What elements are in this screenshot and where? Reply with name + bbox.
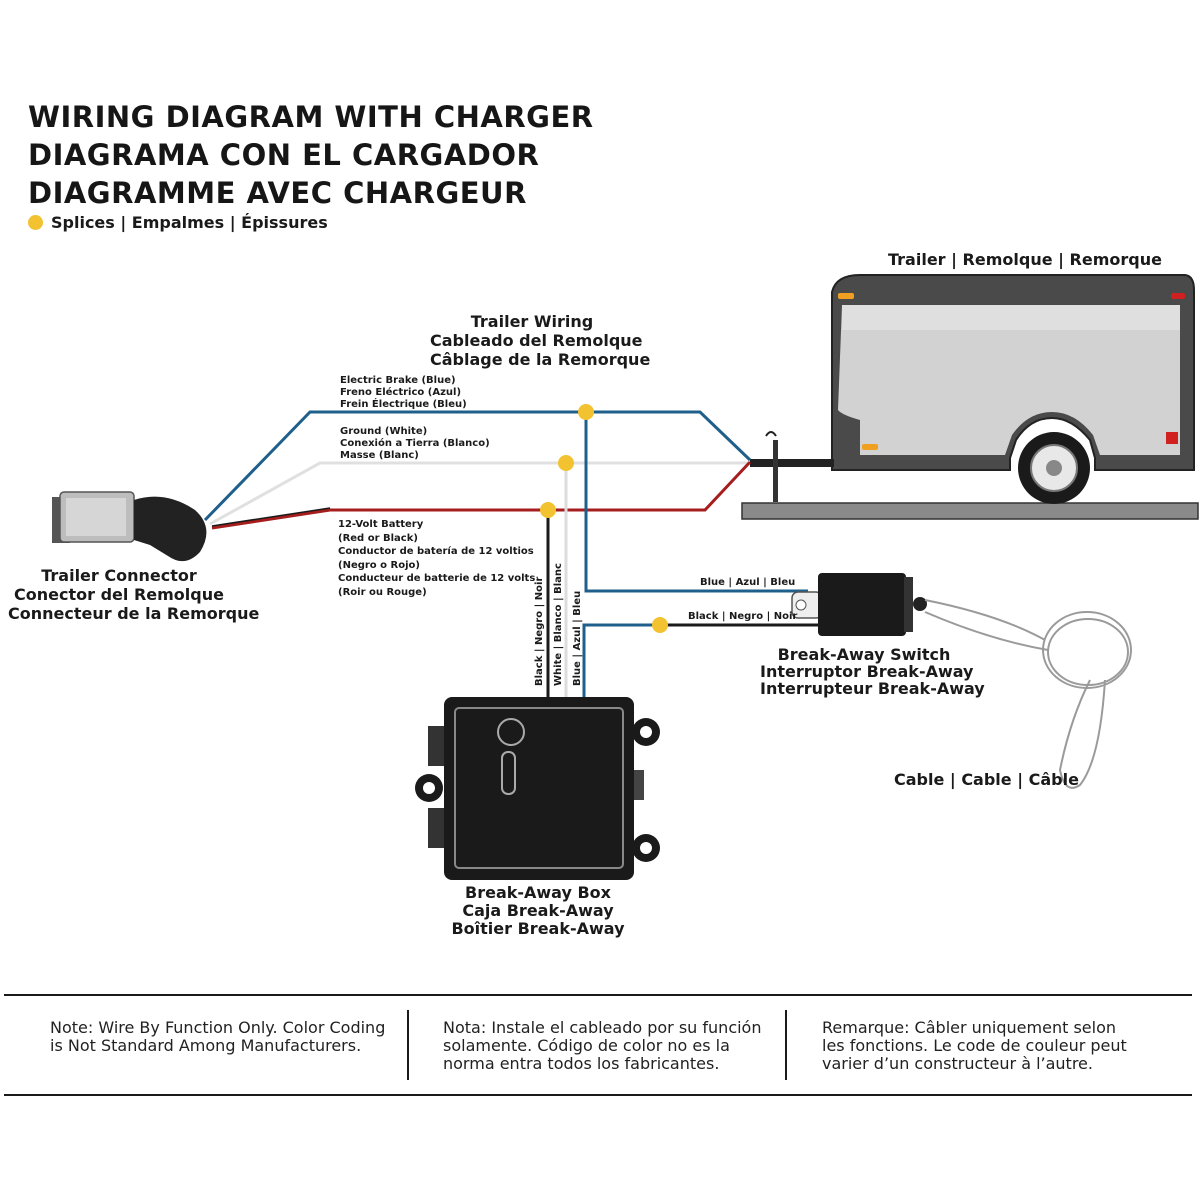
trailer-connector-graphic [52,491,207,562]
connector-en: Trailer Connector [41,566,197,585]
brake-wire-label: Electric Brake (Blue) Freno Eléctrico (A… [340,375,467,411]
blue-wire-vlabel: Blue | Azul | Bleu [572,590,583,686]
ground-en: Ground (White) [340,426,428,437]
title-french: DIAGRAMME AVEC CHARGEUR [28,176,527,210]
trailer-wiring-label: Trailer Wiring Cableado del Remolque Câb… [430,312,651,369]
note-fr-line3: varier d’un constructeur à l’autre. [822,1054,1093,1073]
box-en: Break-Away Box [465,883,611,902]
note-spanish: Nota: Instale el cableado por su función… [443,1019,773,1073]
splice-switch [652,617,668,633]
trailer-label: Trailer | Remolque | Remorque [888,250,1162,269]
switch-es: Interruptor Break-Away [760,662,974,681]
black-wire-vlabel: Black | Negro | Noir [534,576,545,686]
note-french: Remarque: Câbler uniquement selon les fo… [822,1019,1152,1073]
title-spanish: DIAGRAMA CON EL CARGADOR [28,138,540,172]
connector-fr: Connecteur de la Remorque [8,604,260,623]
brake-en: Electric Brake (Blue) [340,375,456,386]
ground-fr: Masse (Blanc) [340,450,419,461]
brake-fr: Frein Électrique (Bleu) [340,399,467,410]
splice-battery [540,502,556,518]
note-es-line3: norma entra todos los fabricantes. [443,1054,720,1073]
battery-es: Conductor de batería de 12 voltios [338,546,534,557]
switch-fr: Interrupteur Break-Away [760,679,985,698]
trailer-wiring-en: Trailer Wiring [470,312,594,331]
trailer-wiring-fr: Câblage de la Remorque [430,350,651,369]
breakaway-switch-label: Break-Away Switch Interruptor Break-Away… [760,645,985,698]
battery-wire-label: 12-Volt Battery (Red or Black) Conductor… [338,518,535,599]
breakaway-box-label: Break-Away Box Caja Break-Away Boîtier B… [450,884,626,938]
note-fr-line2: les fonctions. Le code de couleur peut [822,1036,1127,1055]
note-en-head: Note: [50,1018,94,1037]
box-fr: Boîtier Break-Away [451,919,625,938]
white-wire-vlabel: White | Blanco | Blanc [553,563,564,686]
ground-surface [741,502,1199,520]
box-es: Caja Break-Away [462,901,614,920]
trailer-graphic [750,274,1195,504]
note-es-head: Nota: [443,1018,487,1037]
switch-en: Break-Away Switch [777,645,951,664]
battery-en: 12-Volt Battery [338,519,424,530]
splice-legend-label: Splices | Empalmes | Épissures [51,213,328,232]
trailer-connector-label: Trailer Connector Conector del Remolque … [8,566,260,623]
splice-legend: Splices | Empalmes | Épissures [28,213,328,232]
battery-fr: Conducteur de batterie de 12 volts [338,573,536,584]
note-en-line1: Wire By Function Only. Color Coding [93,1018,386,1037]
battery-en-color: (Red or Black) [338,532,418,544]
trailer-wiring-es: Cableado del Remolque [430,331,643,350]
cable-label: Cable | Cable | Câble [894,770,1079,789]
cable-graphic [924,599,1132,789]
splice-brake [578,404,594,420]
battery-fr-color: (Roir ou Rouge) [338,586,427,598]
connector-es: Conector del Remolque [14,585,224,604]
splice-dot-icon [28,215,43,230]
note-fr-head: Remarque: [822,1018,910,1037]
splice-ground [558,455,574,471]
ground-wire-label: Ground (White) Conexión a Tierra (Blanco… [340,426,490,462]
breakaway-switch-graphic [791,573,927,636]
note-fr-line1: Câbler uniquement selon [909,1018,1116,1037]
ground-es: Conexión a Tierra (Blanco) [340,438,490,449]
brake-es: Freno Eléctrico (Azul) [340,387,462,398]
battery-es-color: (Negro o Rojo) [338,559,420,571]
note-en-line2: is Not Standard Among Manufacturers. [50,1036,362,1055]
note-english: Note: Wire By Function Only. Color Codin… [50,1019,395,1055]
note-es-line1: Instale el cableado por su función [486,1018,762,1037]
switch-black-label: Black | Negro | Noir [688,611,798,622]
title-english: WIRING DIAGRAM WITH CHARGER [28,100,594,134]
note-es-line2: solamente. Código de color no es la [443,1036,730,1055]
breakaway-box-graphic [415,697,660,880]
switch-blue-label: Blue | Azul | Bleu [700,577,796,588]
